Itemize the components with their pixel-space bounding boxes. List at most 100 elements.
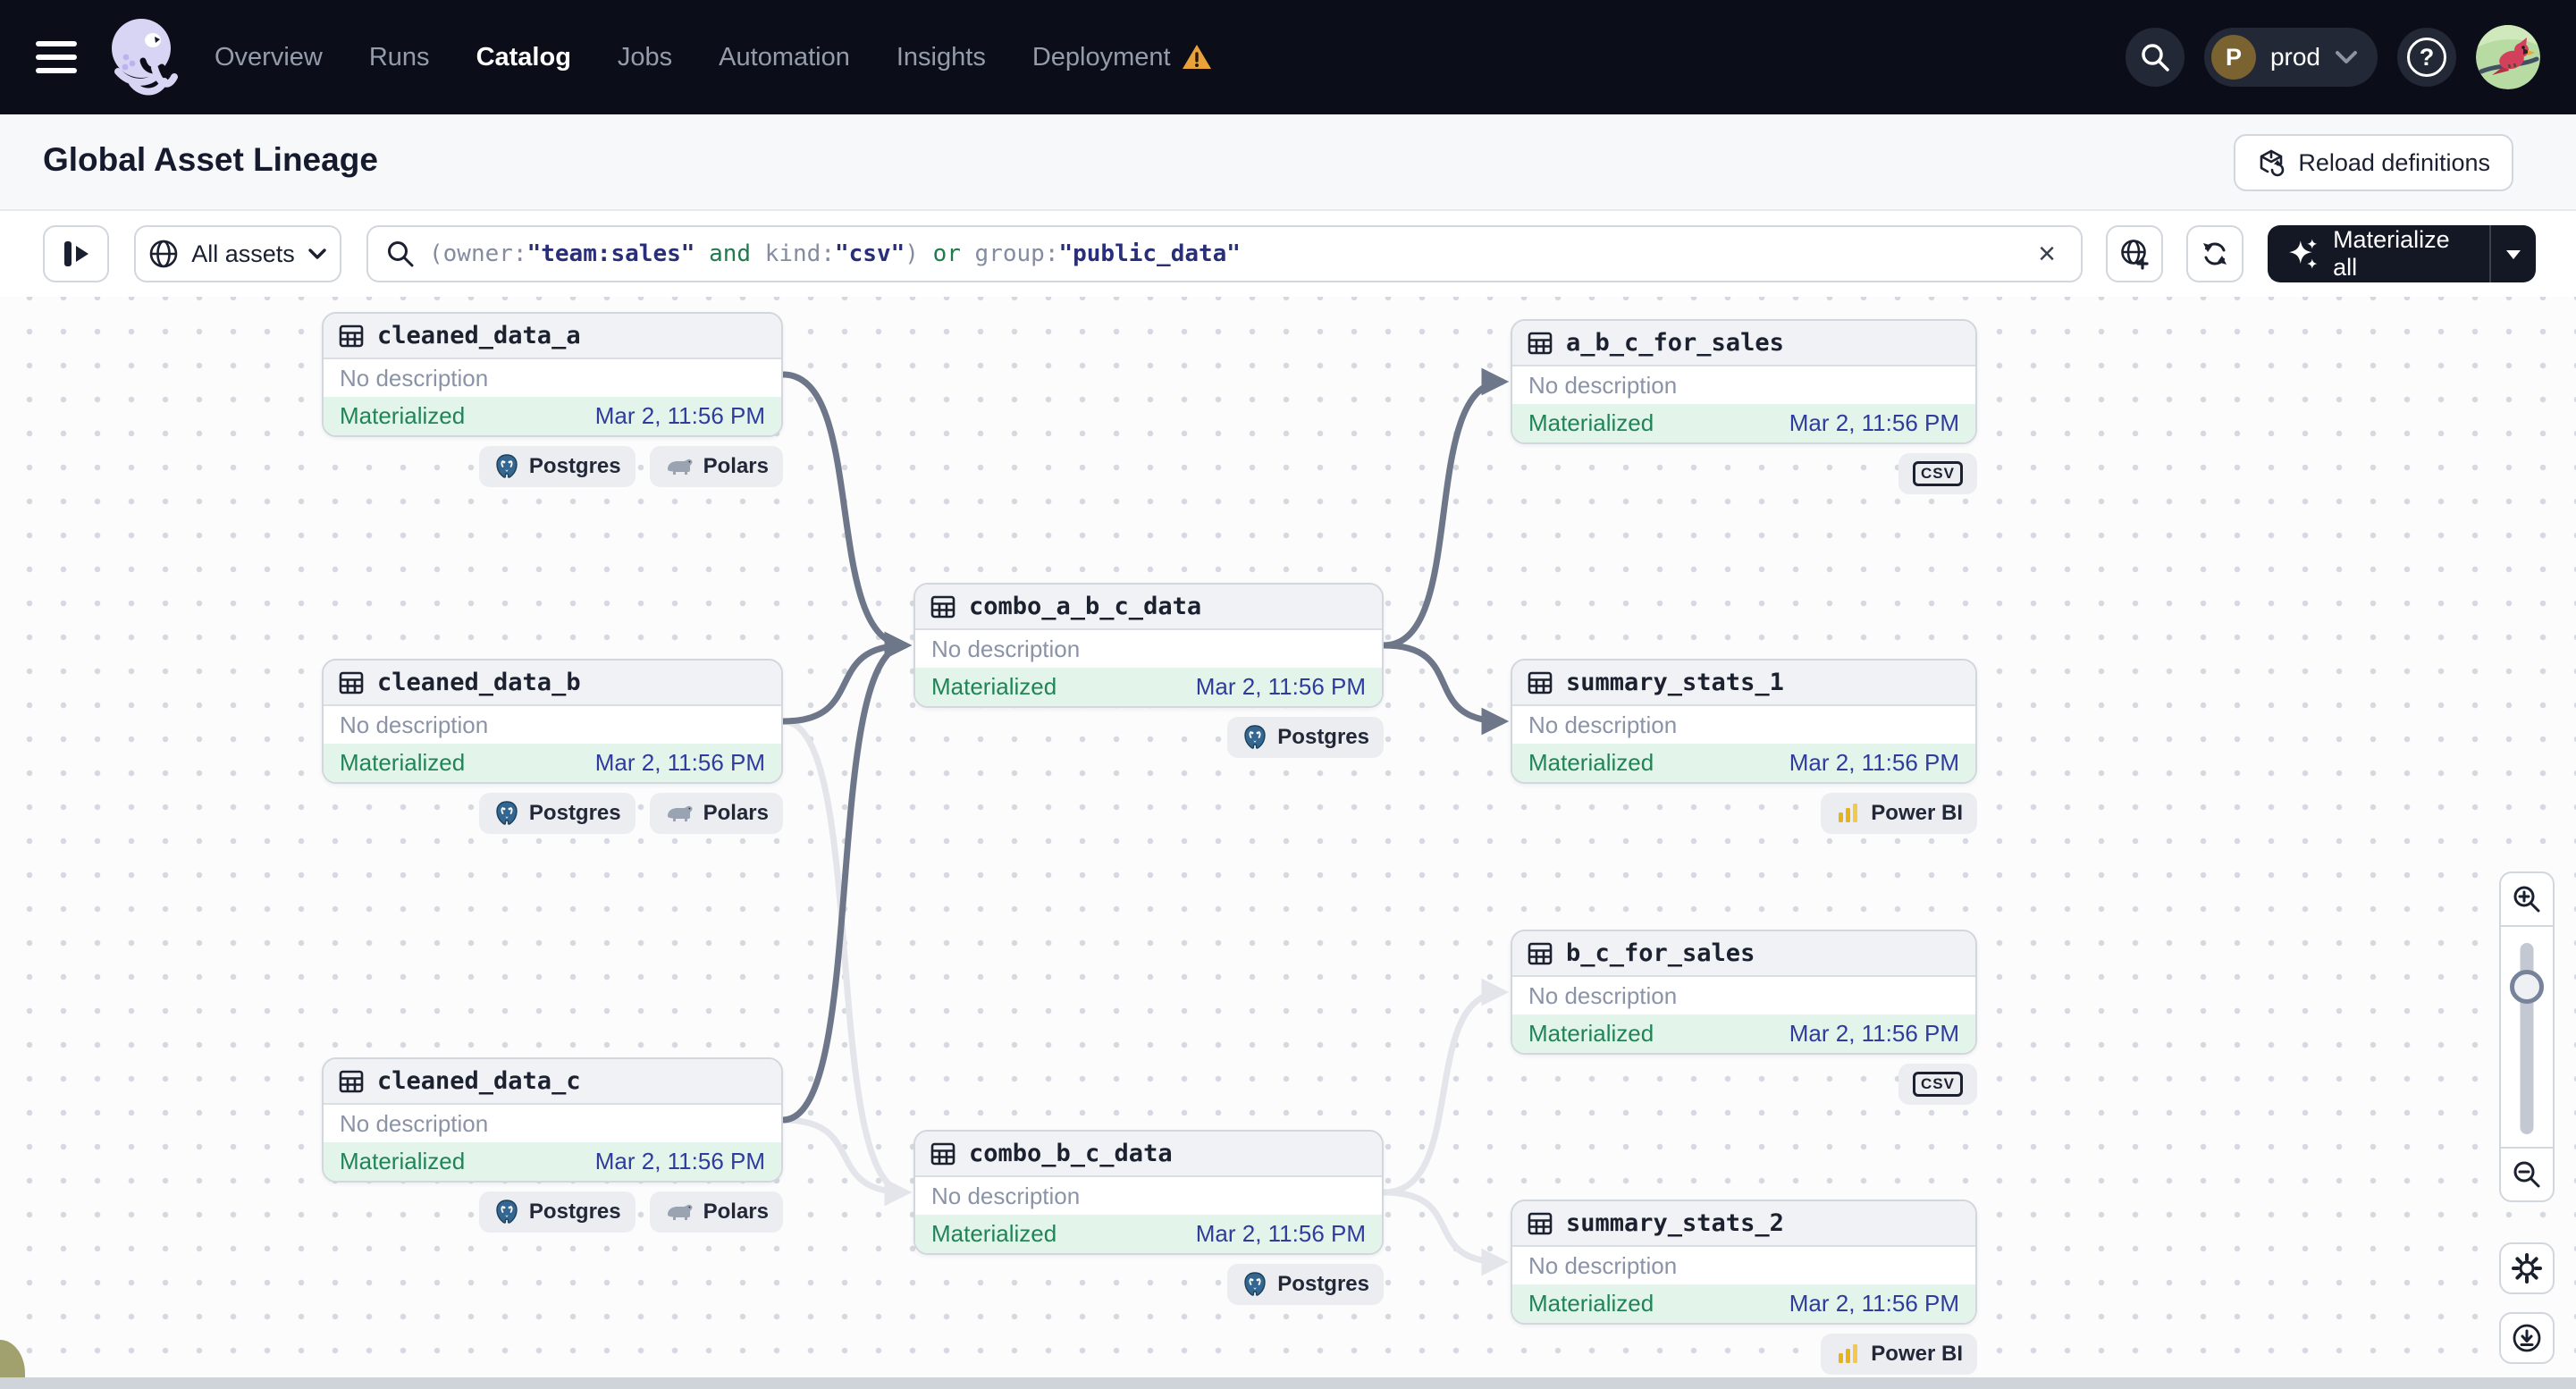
asset-name: summary_stats_2 (1566, 1209, 1784, 1237)
asset-scope-dropdown[interactable]: All assets (134, 225, 341, 282)
nav-item-catalog[interactable]: Catalog (476, 43, 571, 72)
asset-badges-cleaned_data_a: Postgres Polars (322, 446, 783, 487)
gear-icon (2512, 1253, 2542, 1284)
deployment-name: prod (2269, 43, 2320, 71)
clear-search-icon[interactable]: × (2038, 236, 2056, 271)
materialized-timestamp: Mar 2, 11:56 PM (594, 749, 765, 776)
caret-down-icon (2506, 249, 2521, 259)
materialized-timestamp: Mar 2, 11:56 PM (594, 402, 765, 429)
asset-description: No description (931, 1182, 1081, 1209)
kind-badge-polars[interactable]: Polars (649, 793, 783, 834)
search-icon[interactable] (2125, 28, 2185, 87)
nav-item-insights[interactable]: Insights (897, 43, 986, 72)
asset-badges-combo_b_c_data: Postgres (913, 1264, 1384, 1305)
deployment-switcher[interactable]: P prod (2203, 28, 2378, 87)
lineage-edge-cleaned_data_b-to-combo_b_c_data (782, 718, 913, 1207)
materialized-status: Materialized (931, 1220, 1057, 1247)
materialize-options-caret[interactable] (2491, 225, 2536, 282)
kind-badge-polars[interactable]: Polars (649, 1191, 783, 1233)
nav-item-automation[interactable]: Automation (719, 43, 850, 72)
asset-description: No description (340, 711, 489, 738)
powerbi-icon (1839, 1344, 1858, 1363)
search-icon (388, 241, 414, 267)
refresh-button[interactable] (2186, 225, 2243, 282)
postgres-icon (496, 801, 518, 825)
graph-settings-button[interactable] (2499, 1242, 2555, 1294)
asset-description-row: No description (324, 359, 781, 397)
asset-badges-cleaned_data_b: Postgres Polars (322, 793, 783, 834)
zoom-in-button[interactable] (2501, 873, 2553, 925)
materialized-status: Materialized (1528, 749, 1654, 776)
table-icon (1528, 671, 1553, 694)
lineage-edge-combo_b_c_data-to-summary_stats_2 (1383, 1189, 1510, 1276)
materialized-timestamp: Mar 2, 11:56 PM (1789, 1020, 1959, 1047)
asset-name: summary_stats_1 (1566, 669, 1784, 696)
table-icon (339, 1070, 364, 1092)
asset-name: a_b_c_for_sales (1566, 329, 1784, 357)
asset-node-header: cleaned_data_b (324, 661, 781, 706)
nav-item-runs[interactable]: Runs (369, 43, 430, 72)
reload-definitions-button[interactable]: Reload definitions (2234, 134, 2513, 191)
nav-item-deployment[interactable]: Deployment (1032, 43, 1212, 72)
zoom-slider-thumb[interactable] (2510, 970, 2544, 1004)
asset-node-header: combo_a_b_c_data (915, 585, 1382, 630)
user-avatar[interactable] (2476, 25, 2540, 89)
materialized-timestamp: Mar 2, 11:56 PM (1789, 409, 1959, 436)
asset-description: No description (1528, 371, 1678, 399)
materialized-timestamp: Mar 2, 11:56 PM (1789, 749, 1959, 776)
view-settings-globe-button[interactable] (2106, 225, 2163, 282)
asset-search-input[interactable]: (owner:"team:sales" and kind:"csv") or g… (366, 225, 2083, 282)
kind-badge-power-bi[interactable]: Power BI (1821, 793, 1977, 834)
asset-scope-label: All assets (191, 240, 295, 267)
zoom-slider[interactable] (2501, 925, 2553, 1149)
kind-badge-label: Polars (703, 454, 769, 478)
postgres-icon (496, 454, 518, 478)
zoom-in-icon (2513, 886, 2540, 913)
help-icon[interactable]: ? (2397, 28, 2456, 87)
divider (2489, 225, 2491, 282)
nav-item-label: Deployment (1031, 42, 1171, 72)
materialize-all-button[interactable]: Materialize all (2268, 225, 2489, 282)
asset-description-row: No description (1512, 1247, 1975, 1284)
table-icon (930, 595, 955, 618)
open-left-panel-button[interactable] (43, 225, 109, 282)
download-image-button[interactable] (2499, 1312, 2555, 1364)
asset-name: combo_a_b_c_data (969, 593, 1202, 620)
kind-badge-polars[interactable]: Polars (649, 446, 783, 487)
zoom-out-button[interactable] (2501, 1149, 2553, 1200)
nav-item-jobs[interactable]: Jobs (618, 43, 672, 72)
asset-node-header: combo_b_c_data (915, 1132, 1382, 1177)
kind-badge-postgres[interactable]: Postgres (478, 1191, 636, 1233)
asset-name: combo_b_c_data (969, 1140, 1173, 1167)
horizontal-scrollbar[interactable] (0, 1377, 2576, 1389)
sparkles-icon (2288, 239, 2318, 269)
kind-badge-power-bi[interactable]: Power BI (1821, 1334, 1977, 1375)
asset-badges-b_c_for_sales: CSV (1511, 1064, 1977, 1105)
kind-badge-csv[interactable]: CSV (1898, 453, 1977, 494)
kind-badge-postgres[interactable]: Postgres (1227, 717, 1384, 758)
kind-badge-label: Power BI (1871, 1342, 1963, 1366)
kind-badge-postgres[interactable]: Postgres (1227, 1264, 1384, 1305)
hamburger-menu-icon[interactable] (36, 39, 77, 75)
kind-badge-postgres[interactable]: Postgres (478, 446, 636, 487)
polars-icon (667, 1204, 693, 1220)
kind-badge-csv[interactable]: CSV (1898, 1064, 1977, 1105)
kind-badge-postgres[interactable]: Postgres (478, 793, 636, 834)
asset-description: No description (1528, 711, 1678, 738)
nav-item-overview[interactable]: Overview (215, 43, 323, 72)
asset-description-row: No description (1512, 706, 1975, 744)
asset-description-row: No description (1512, 977, 1975, 1014)
kind-badge-label: Postgres (528, 454, 621, 478)
dagster-logo[interactable] (102, 11, 184, 104)
